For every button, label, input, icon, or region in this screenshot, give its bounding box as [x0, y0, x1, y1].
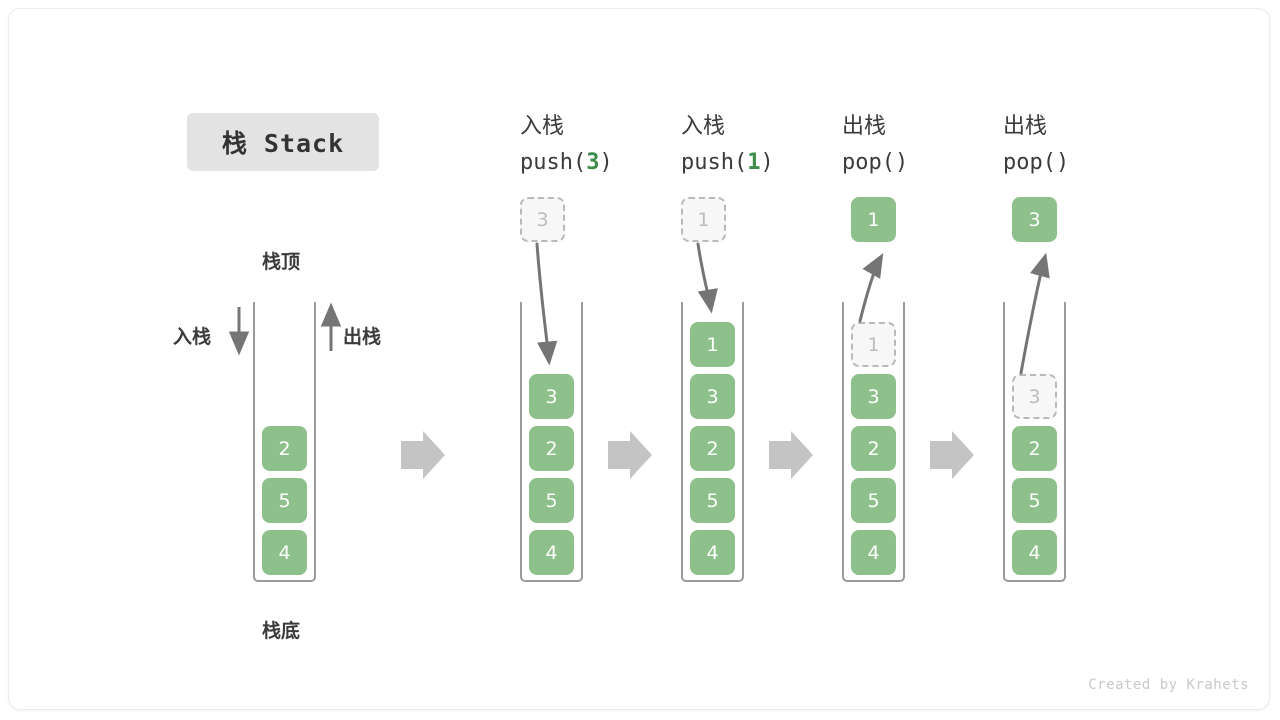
column-header-code: push(3) [520, 150, 613, 175]
step-arrow [401, 431, 445, 479]
column-header-push-1: 入栈 push(1) [681, 109, 774, 181]
stack-cell: 3 [529, 374, 574, 419]
stack-cell: 3 [851, 374, 896, 419]
label-stack-bottom: 栈底 [262, 620, 301, 642]
stack-cell-ghost: 3 [1012, 374, 1057, 419]
column-header-push-3: 入栈 push(3) [520, 109, 613, 181]
stack-cell: 2 [690, 426, 735, 471]
column-header-cjk: 入栈 [681, 114, 726, 139]
floating-element-popped: 3 [1012, 197, 1057, 242]
diagram-stage: 栈 Stack 栈顶 栈底 入栈 出栈 2 5 4 入栈 push(3) 3 3… [9, 9, 1269, 709]
stack-cell: 5 [851, 478, 896, 523]
stack-container-push-1 [681, 302, 744, 582]
step-arrow [608, 431, 652, 479]
stack-cell: 4 [1012, 530, 1057, 575]
column-header-code: push(1) [681, 150, 774, 175]
column-header-cjk: 出栈 [1003, 114, 1048, 139]
stack-cell-ghost: 1 [851, 322, 896, 367]
title-badge: 栈 Stack [187, 113, 379, 171]
label-stack-top: 栈顶 [262, 251, 301, 273]
diagram-card: 栈 Stack 栈顶 栈底 入栈 出栈 2 5 4 入栈 push(3) 3 3… [8, 8, 1270, 710]
column-header-cjk: 入栈 [520, 114, 565, 139]
stack-cell: 1 [690, 322, 735, 367]
column-header-pop-1: 出栈 pop() [842, 109, 908, 181]
stack-cell: 5 [1012, 478, 1057, 523]
stack-cell: 4 [262, 530, 307, 575]
floating-element-ghost: 3 [520, 197, 565, 242]
footer-credit: Created by Krahets [1088, 677, 1249, 693]
stack-container-initial [253, 302, 316, 582]
stack-cell: 5 [529, 478, 574, 523]
column-header-code: pop() [1003, 150, 1070, 175]
column-header-pop-3: 出栈 pop() [1003, 109, 1069, 181]
step-arrow [769, 431, 813, 479]
label-push-direction: 入栈 [173, 326, 212, 348]
column-header-cjk: 出栈 [842, 114, 887, 139]
stack-cell: 2 [1012, 426, 1057, 471]
stack-cell: 2 [851, 426, 896, 471]
stack-cell: 4 [529, 530, 574, 575]
floating-element-ghost: 1 [681, 197, 726, 242]
column-header-code: pop() [842, 150, 909, 175]
stack-cell: 5 [690, 478, 735, 523]
step-arrow [930, 431, 974, 479]
stack-container-push-3 [520, 302, 583, 582]
stack-cell: 5 [262, 478, 307, 523]
push-1-motion-arrow [696, 242, 718, 314]
stack-container-pop-3 [1003, 302, 1066, 582]
stack-container-pop-1 [842, 302, 905, 582]
stack-cell: 4 [690, 530, 735, 575]
stack-cell: 2 [262, 426, 307, 471]
label-pop-direction: 出栈 [343, 326, 382, 348]
stack-cell: 2 [529, 426, 574, 471]
floating-element-popped: 1 [851, 197, 896, 242]
stack-cell: 3 [690, 374, 735, 419]
stack-cell: 4 [851, 530, 896, 575]
